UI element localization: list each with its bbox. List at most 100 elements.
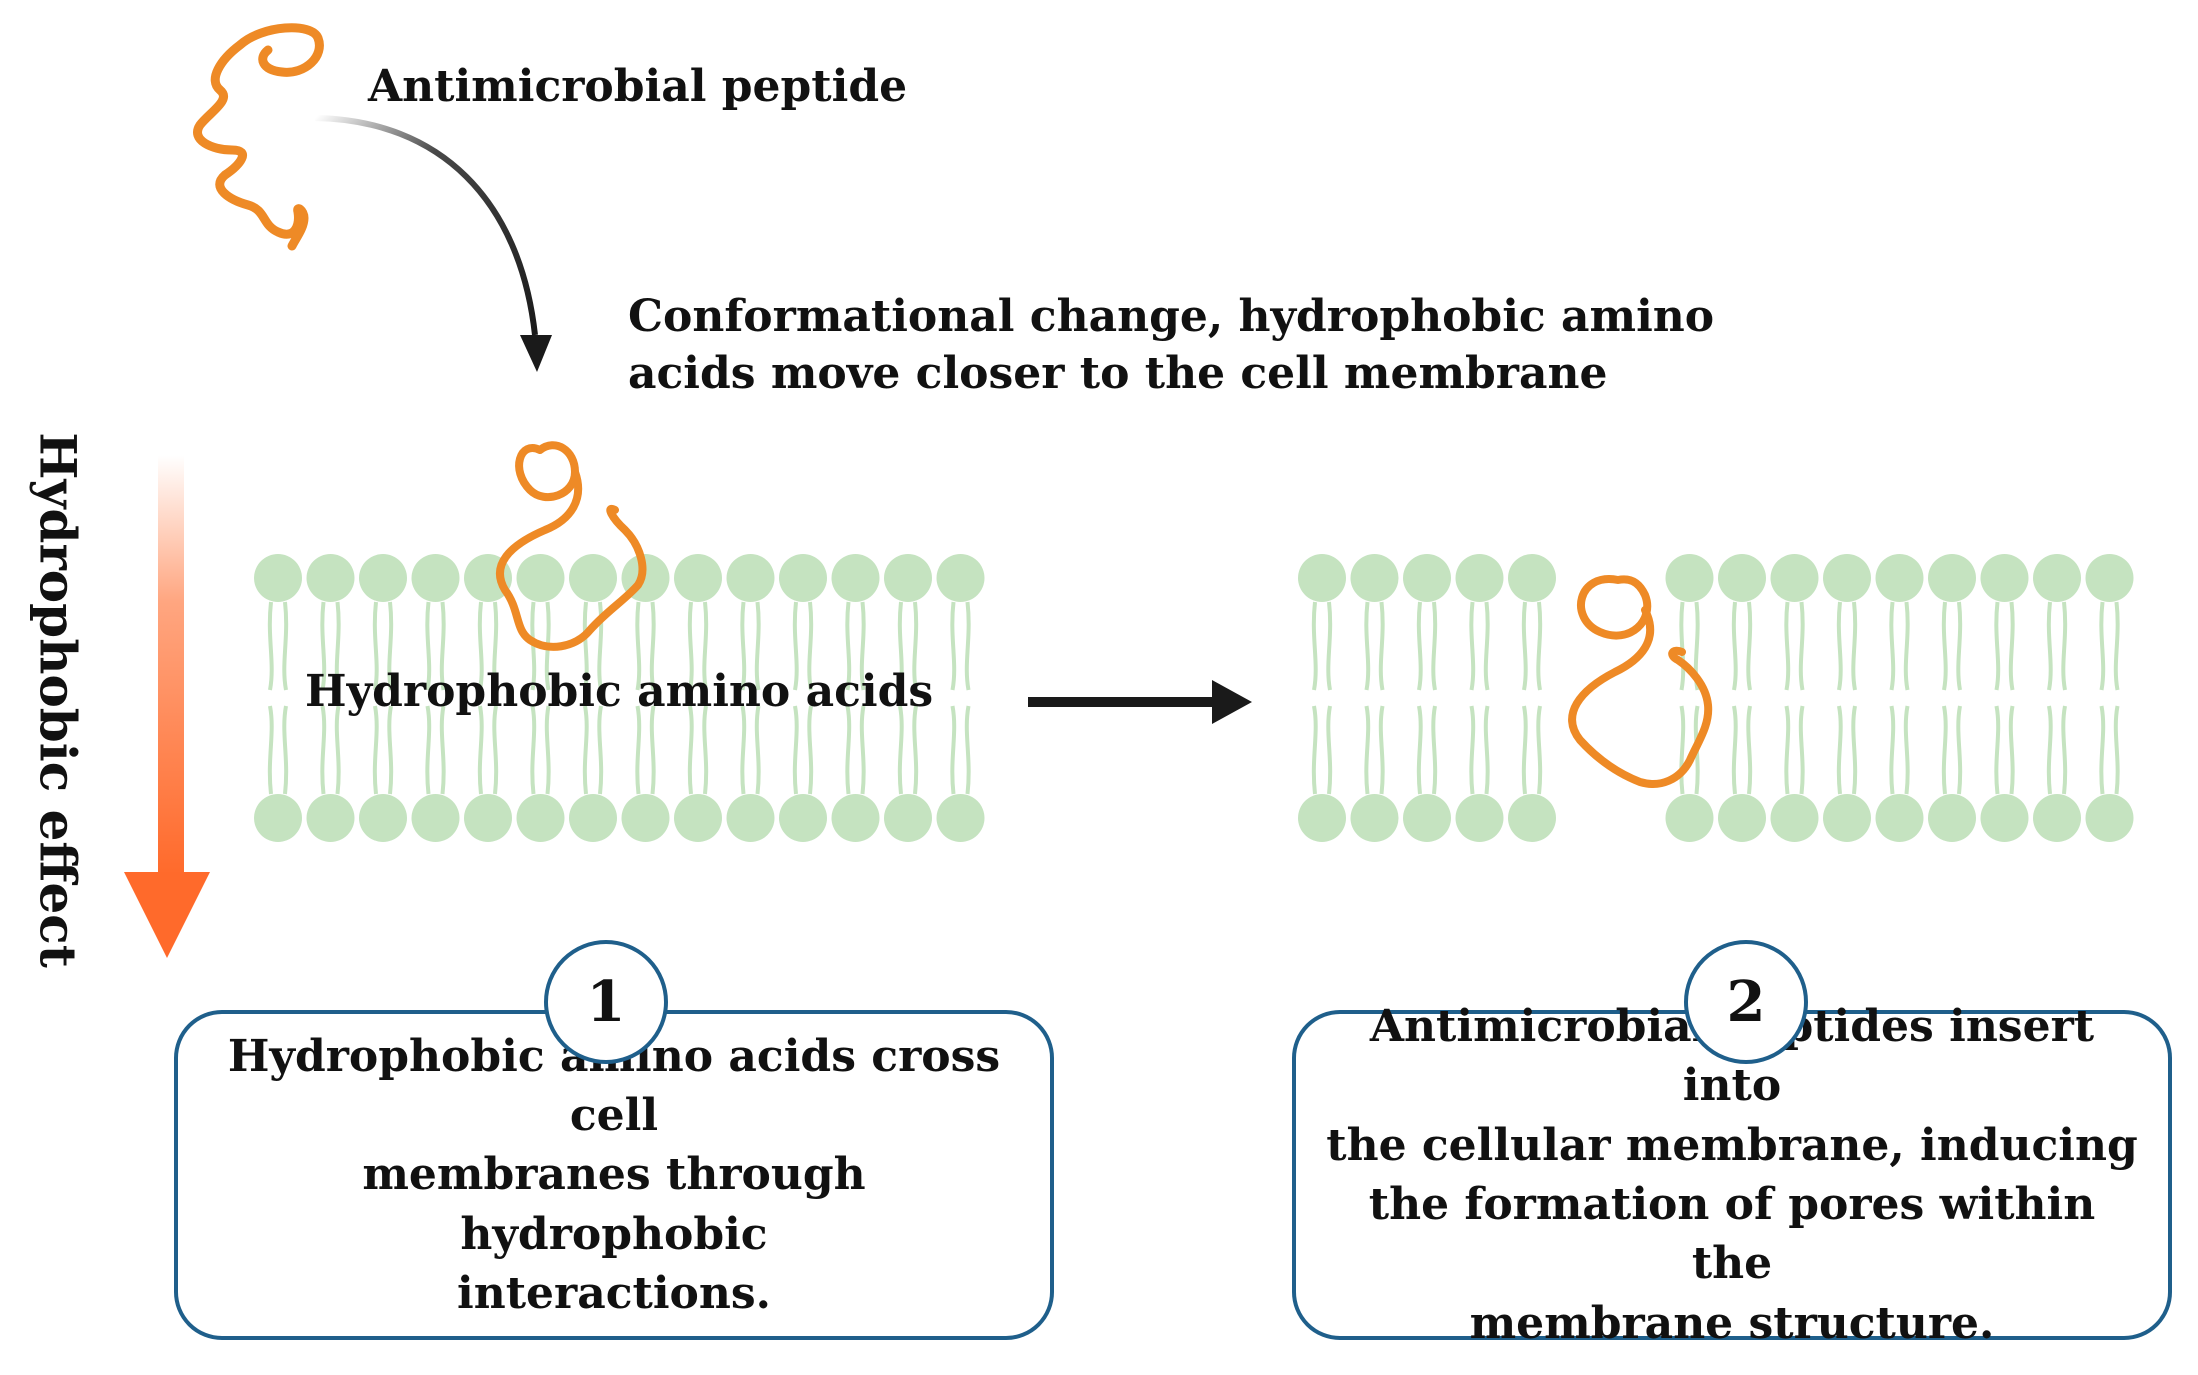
lipid-tail: [1784, 601, 1805, 795]
lipid-head: [1350, 794, 1399, 842]
lipid-head: [569, 794, 617, 842]
lipid-head: [779, 554, 827, 602]
step-box-2: Antimicrobial peptides insert into the c…: [1292, 1001, 2172, 1349]
lipid-tail: [1994, 601, 2015, 795]
lipid-head: [1823, 554, 1871, 602]
lipid-head: [1875, 554, 1924, 602]
label-antimicrobial-peptide: Antimicrobial peptide: [368, 61, 908, 112]
lipid-head: [779, 794, 827, 842]
lipid-head: [1980, 554, 2029, 602]
step-2-line: the cellular membrane, inducing: [1326, 1119, 2138, 1171]
lipid-tail: [950, 601, 971, 795]
lipid-head: [1928, 794, 1976, 842]
lipid-head: [306, 554, 355, 602]
step-1-line: interactions.: [457, 1268, 771, 1320]
lipid-tail: [1311, 601, 1333, 795]
lipid-head: [831, 554, 880, 602]
membrane-bilayer-right: [1298, 554, 2134, 842]
label-hydrophobic-effect: Hydrophobic effect: [28, 432, 88, 968]
lipid-tail: [1836, 601, 1858, 795]
step-number-badge-2: 2: [1684, 940, 1808, 1064]
lipid-head: [1665, 794, 1714, 842]
lipid-head: [2085, 794, 2134, 842]
step-1-description: Hydrophobic amino acids cross cell membr…: [178, 1027, 1050, 1324]
step-2-description: Antimicrobial peptides insert into the c…: [1296, 997, 2168, 1353]
lipid-tail: [2046, 601, 2068, 795]
step-2-line: the formation of pores within the: [1368, 1179, 2096, 1290]
lipid-head: [2033, 794, 2081, 842]
lipid-head: [674, 794, 722, 842]
lipid-tail: [1941, 601, 1963, 795]
label-conformational-change-line1: Conformational change, hydrophobic amino: [628, 291, 1715, 342]
lipid-tail: [425, 601, 446, 795]
step-number-badge-1: 1: [544, 940, 668, 1064]
lipid-head: [726, 794, 775, 842]
lipid-head: [1455, 554, 1504, 602]
lipid-tail: [1416, 601, 1438, 795]
lipid-head: [569, 554, 617, 602]
lipid-tail: [897, 601, 919, 795]
lipid-head: [884, 554, 932, 602]
lipid-head: [1298, 794, 1346, 842]
lipid-head: [254, 554, 302, 602]
lipid-head: [254, 794, 302, 842]
step-1-line: membranes through hydrophobic: [362, 1149, 866, 1260]
lipid-head: [884, 794, 932, 842]
label-conformational-change-line2: acids move closer to the cell membrane: [628, 348, 1608, 399]
lipid-tail: [740, 601, 761, 795]
membrane-bilayer-left: [254, 554, 985, 842]
lipid-tail: [1889, 601, 1910, 795]
peptide-icon-inserted: [1568, 575, 1713, 788]
lipid-tail: [635, 601, 656, 795]
lipid-head: [516, 554, 565, 602]
lipid-tail: [1731, 601, 1753, 795]
lipid-tail: [1364, 601, 1385, 795]
hydrophobic-effect-arrow: [124, 455, 210, 958]
lipid-head: [1298, 554, 1346, 602]
lipid-head: [1718, 794, 1766, 842]
lipid-head: [1823, 794, 1871, 842]
lipid-head: [359, 794, 407, 842]
lipid-tail: [792, 601, 814, 795]
lipid-tail: [2099, 601, 2120, 795]
lipid-head: [1980, 794, 2029, 842]
peptide-icon-binding: [496, 441, 647, 651]
lipid-tail: [267, 601, 289, 795]
lipid-head: [1928, 554, 1976, 602]
lipid-head: [621, 794, 670, 842]
lipid-head: [1455, 794, 1504, 842]
lipid-head: [936, 554, 985, 602]
lipid-tail: [687, 601, 709, 795]
lipid-head: [516, 794, 565, 842]
lipid-head: [1350, 554, 1399, 602]
peptide-icon-free: [193, 23, 324, 251]
lipid-head: [1508, 794, 1556, 842]
lipid-tail: [582, 601, 604, 795]
lipid-head: [831, 794, 880, 842]
lipid-head: [726, 554, 775, 602]
step-2-line: membrane structure.: [1469, 1297, 1995, 1349]
transition-arrow: [1028, 680, 1252, 724]
label-hydrophobic-amino-acids: Hydrophobic amino acids: [305, 666, 934, 717]
lipid-tail: [372, 601, 394, 795]
curved-arrow: [314, 115, 552, 372]
lipid-tail: [1469, 601, 1490, 795]
lipid-head: [1665, 554, 1714, 602]
lipid-head: [464, 794, 512, 842]
lipid-head: [1403, 794, 1451, 842]
lipid-head: [674, 554, 722, 602]
lipid-tail: [845, 601, 866, 795]
lipid-head: [1718, 554, 1766, 602]
lipid-head: [1508, 554, 1556, 602]
lipid-head: [306, 794, 355, 842]
lipid-head: [2033, 554, 2081, 602]
lipid-head: [2085, 554, 2134, 602]
lipid-head: [1875, 794, 1924, 842]
lipid-head: [1770, 794, 1819, 842]
lipid-tail: [477, 601, 499, 795]
lipid-tail: [1521, 601, 1543, 795]
lipid-head: [1770, 554, 1819, 602]
lipid-head: [359, 554, 407, 602]
